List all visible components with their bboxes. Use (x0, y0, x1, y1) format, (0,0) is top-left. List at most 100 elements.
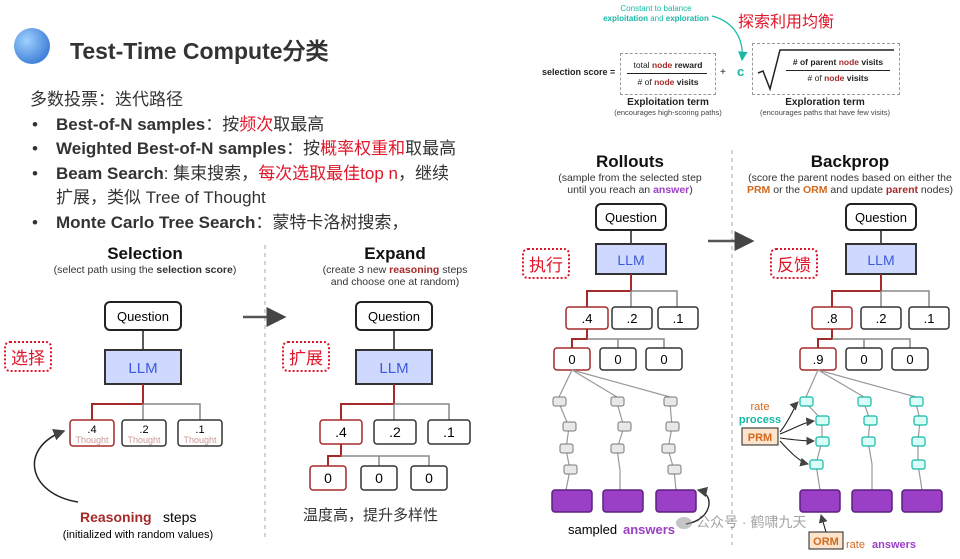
prm-box (741, 427, 779, 446)
bullet-text: : 集束搜索， (163, 163, 259, 183)
answer-node (655, 489, 697, 513)
rollouts-heading: Rollouts (596, 152, 664, 171)
question-text: Question (368, 309, 420, 324)
llm-text: LLM (128, 360, 157, 377)
rated-step (815, 415, 830, 426)
step-node (657, 306, 699, 330)
rated-step (861, 436, 876, 447)
expand-sub: (create 3 new reasoning steps (290, 264, 500, 276)
den-node: node (654, 77, 675, 87)
bullet-item: Monte Carlo Tree Search：蒙特卡洛树搜索， (30, 211, 456, 236)
node-value: .9 (813, 352, 824, 367)
rollout-step (663, 396, 678, 407)
rollouts-tree: Question LLM .4 .2 .1 0 0 0 (551, 203, 710, 537)
node-value: 0 (324, 470, 332, 486)
sub-bold: reasoning (389, 264, 440, 276)
llm-text: LLM (379, 360, 408, 377)
bullet-text: 取最高 (273, 114, 325, 134)
term2-title: Exploration term (785, 97, 865, 108)
tooltip-and: and (647, 14, 666, 23)
expand-sub2: and choose one at random) (330, 276, 460, 288)
expand-caption: 温度高，提升多样性 (303, 507, 438, 524)
num-node: node (651, 60, 673, 70)
thought-node (69, 419, 115, 447)
exploitation-fraction-bar (627, 73, 707, 74)
llm-text: LLM (617, 252, 644, 268)
bullet-item: Best-of-N samples：按频次取最高 (30, 113, 456, 138)
node-value: .1 (673, 311, 684, 326)
rollouts-sub2: until you reach an answer) (540, 184, 720, 196)
selection-sub: (select path using the selection score) (30, 264, 260, 276)
backprop-header: Backprop (score the parent nodes based o… (745, 152, 955, 196)
rollout-step (667, 464, 682, 475)
thought-label: Thought (75, 435, 109, 445)
orm-label: ORM (813, 536, 839, 548)
sub-text: until you reach an (567, 184, 654, 196)
sub-text: ) (689, 184, 693, 196)
page-title: Test-Time Compute分类 (70, 38, 329, 64)
node-value: 0 (568, 352, 575, 367)
tag-expand: 扩展 (282, 341, 330, 372)
rollout-step (563, 464, 578, 475)
node-value: .1 (443, 424, 455, 440)
step-node (860, 306, 902, 330)
child-node (410, 465, 448, 491)
bullet-list: 多数投票：迭代路径 Best-of-N samples：按频次取最高 Weigh… (30, 88, 456, 235)
tag-backprop: 反馈 (770, 248, 818, 279)
answer-node (551, 489, 593, 513)
rated-step (913, 415, 928, 426)
child-node (309, 465, 347, 491)
backprop-tree: Question LLM .8 .2 .1 .9 0 0 (739, 203, 950, 551)
rated-step (911, 436, 926, 447)
bullet-highlight: 每次选取最佳top n (258, 163, 398, 183)
sub-text: steps (439, 264, 468, 276)
tag-rollouts: 执行 (522, 248, 570, 279)
formula-tooltip: Constant to balance exploitation and exp… (596, 4, 716, 24)
rollout-step (559, 443, 574, 454)
exploration-fraction-bar (786, 70, 890, 71)
wechat-icon (676, 517, 692, 530)
bullet-bold: Beam Search (56, 163, 164, 183)
sub-bold: answer (653, 184, 690, 196)
rate-answers-label: rate (846, 539, 865, 551)
node-value: .2 (139, 424, 148, 436)
term1-title: Exploitation term (627, 97, 709, 108)
exploitation-numerator: total node reward (620, 60, 716, 70)
exploitation-box (620, 53, 716, 95)
bullet-text: ：蒙特卡洛树搜索， (255, 212, 409, 232)
node-value: .8 (827, 311, 838, 326)
sub-text: (create 3 new (322, 264, 390, 276)
bullet-continuation: 扩展，类似 Tree of Thought (56, 188, 266, 207)
bullet-text: ：按 (286, 139, 321, 158)
rollout-step (610, 443, 625, 454)
sub-text: ) (232, 264, 237, 276)
backprop-heading: Backprop (810, 152, 890, 171)
bullet-text: 取最高 (405, 139, 457, 158)
rated-step (911, 459, 926, 470)
rollout-step (610, 396, 625, 407)
rated-step (799, 396, 814, 407)
sub-text: and update (827, 184, 886, 196)
rollout-step (665, 421, 680, 432)
exploitation-denominator: # of node visits (620, 77, 716, 87)
node-value: 0 (860, 352, 867, 367)
tooltip-line1: Constant to balance (620, 4, 692, 13)
answers-arrow (685, 486, 710, 525)
node-value: .4 (87, 424, 96, 436)
num-node: node (838, 57, 859, 67)
sampled-label: sampled (568, 522, 617, 537)
term2-sub: (encourages paths that have few visits) (759, 108, 891, 117)
bullet-item: Beam Search: 集束搜索，每次选取最佳top n，继续 (30, 162, 456, 187)
rollouts-sub1: (sample from the selected step (558, 172, 702, 184)
node-value: .2 (627, 311, 638, 326)
rated-step (909, 396, 924, 407)
den-visits: visits (844, 73, 869, 83)
sub-orm: ORM (803, 184, 828, 196)
rollout-step (661, 443, 676, 454)
term1-sub: (encourages high-scoring paths) (614, 108, 722, 117)
rollouts-header: Rollouts (sample from the selected step … (540, 152, 720, 196)
den-visits: visits (674, 77, 699, 87)
child-node (845, 347, 883, 371)
node-value: 0 (425, 470, 433, 486)
